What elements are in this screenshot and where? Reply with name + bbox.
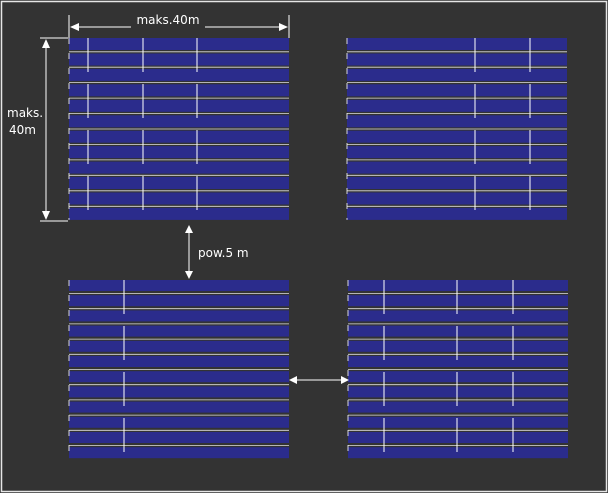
panel-block-bottom-left [68, 280, 289, 459]
panel-row [348, 295, 568, 307]
panel-row [347, 53, 567, 66]
panel-row [347, 84, 567, 97]
panel-row [69, 310, 289, 322]
panel-row [69, 115, 289, 128]
panel-row [69, 356, 289, 367]
height-label-line1: maks. [7, 106, 43, 120]
panel-row [348, 386, 568, 398]
panel-row [69, 340, 289, 352]
vertical-gap-arrow-top-icon [185, 225, 193, 233]
panel-row [69, 146, 289, 159]
height-arrow-top-icon [42, 39, 50, 48]
panel-row [348, 340, 568, 352]
horizontal-gap-arrow-left-icon [289, 376, 297, 384]
panel-row [69, 130, 289, 143]
width-arrow-right-icon [279, 23, 288, 31]
panel-row [347, 68, 567, 81]
height-label-line2: 40m [9, 123, 36, 137]
panel-row [347, 177, 567, 189]
height-dimension: maks. 40m [7, 37, 68, 222]
panel-block-top-right [346, 38, 567, 220]
panel-row [347, 115, 567, 128]
panel-row [69, 207, 289, 220]
panel-row [69, 177, 289, 189]
gap-label: pow.5 m [198, 246, 249, 260]
panel-row [69, 192, 289, 205]
panel-row [69, 325, 289, 337]
panel-row [348, 325, 568, 337]
panel-row [69, 161, 289, 174]
panel-row [69, 53, 289, 66]
panel-row [348, 280, 568, 291]
vertical-gap-arrow-bottom-icon [185, 271, 193, 279]
panel-block-bottom-right [347, 280, 568, 459]
height-arrow-bottom-icon [42, 211, 50, 220]
panel-row [347, 161, 567, 174]
panel-row [69, 295, 289, 307]
panel-row [347, 99, 567, 112]
panel-row [348, 432, 568, 443]
panel-row [69, 84, 289, 97]
panel-row [69, 447, 289, 459]
panel-row [69, 38, 289, 50]
width-arrow-left-icon [70, 23, 79, 31]
horizontal-gap-dimension [289, 376, 349, 384]
panel-row [69, 371, 289, 383]
panel-row [348, 401, 568, 413]
panel-row [347, 207, 567, 220]
width-label-backdrop [131, 11, 205, 28]
vertical-gap-dimension: pow.5 m [185, 225, 249, 279]
horizontal-gap-arrow-right-icon [341, 376, 349, 384]
panel-row [347, 146, 567, 159]
panel-row [69, 432, 289, 443]
panel-row [69, 386, 289, 398]
panel-block-top-left [68, 38, 289, 220]
panel-row [69, 401, 289, 413]
panel-row [69, 280, 289, 291]
width-dimension: maks.40m [68, 11, 290, 38]
panel-row [348, 447, 568, 459]
panel-row [348, 310, 568, 322]
panel-row [69, 68, 289, 81]
panel-row [347, 192, 567, 205]
panel-row [347, 38, 567, 50]
panel-row [348, 356, 568, 367]
panel-row [347, 130, 567, 143]
panel-row [69, 416, 289, 428]
panel-row [69, 99, 289, 112]
panel-row [348, 416, 568, 428]
width-label: maks.40m [136, 13, 199, 27]
panel-row [348, 371, 568, 383]
